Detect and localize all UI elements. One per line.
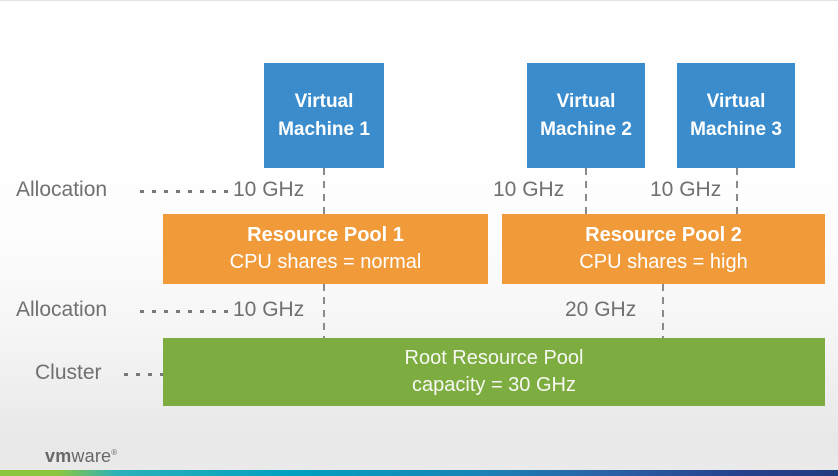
pool1-connector-line: [323, 284, 325, 338]
vm2-connector-line: [585, 168, 587, 214]
root-resource-pool-subtitle: capacity = 30 GHz: [412, 374, 576, 396]
allocation-row2-leader-dots: [140, 310, 230, 313]
resource-pool-1-title: Resource Pool 1: [247, 224, 404, 246]
vmware-logo: vmware®: [45, 446, 117, 467]
resource-pool-2-subtitle: CPU shares = high: [579, 251, 748, 273]
vm3-connector-line: [736, 168, 738, 214]
vm-box-1: Virtual Machine 1: [264, 63, 384, 168]
pool2-connector-line: [662, 284, 664, 338]
vmware-logo-vm: vm: [45, 446, 72, 466]
vm-box-2: Virtual Machine 2: [527, 63, 645, 168]
allocation-row1-leader-dots: [140, 190, 230, 193]
vm-label-1: Virtual Machine 1: [278, 90, 370, 140]
vm1-allocation-value: 10 GHz: [233, 178, 305, 201]
resource-pool-2-box: Resource Pool 2 CPU shares = high: [502, 214, 825, 284]
root-resource-pool-title: Root Resource Pool: [404, 347, 584, 369]
resource-pool-2-title: Resource Pool 2: [585, 224, 742, 246]
vm3-allocation-value: 10 GHz: [650, 178, 722, 201]
vmware-logo-registered-mark: ®: [111, 448, 118, 457]
vm2-allocation-value: 10 GHz: [493, 178, 565, 201]
allocation-row2-label: Allocation: [16, 298, 108, 321]
root-resource-pool-box: Root Resource Pool capacity = 30 GHz: [163, 338, 825, 406]
pool2-allocation-value: 20 GHz: [565, 298, 637, 321]
brand-gradient-strip: [0, 470, 838, 476]
resource-pool-1-box: Resource Pool 1 CPU shares = normal: [163, 214, 488, 284]
pool1-allocation-value: 10 GHz: [233, 298, 305, 321]
allocation-row1-label: Allocation: [16, 178, 108, 201]
resource-pool-1-subtitle: CPU shares = normal: [229, 251, 422, 273]
cluster-label: Cluster: [35, 361, 102, 384]
vm-box-3: Virtual Machine 3: [677, 63, 795, 168]
vm-label-3: Virtual Machine 3: [690, 90, 782, 140]
cluster-leader-dots: [124, 373, 166, 376]
vmware-logo-ware: ware: [71, 446, 112, 466]
vm-label-2: Virtual Machine 2: [540, 90, 632, 140]
vm1-connector-line: [323, 168, 325, 214]
